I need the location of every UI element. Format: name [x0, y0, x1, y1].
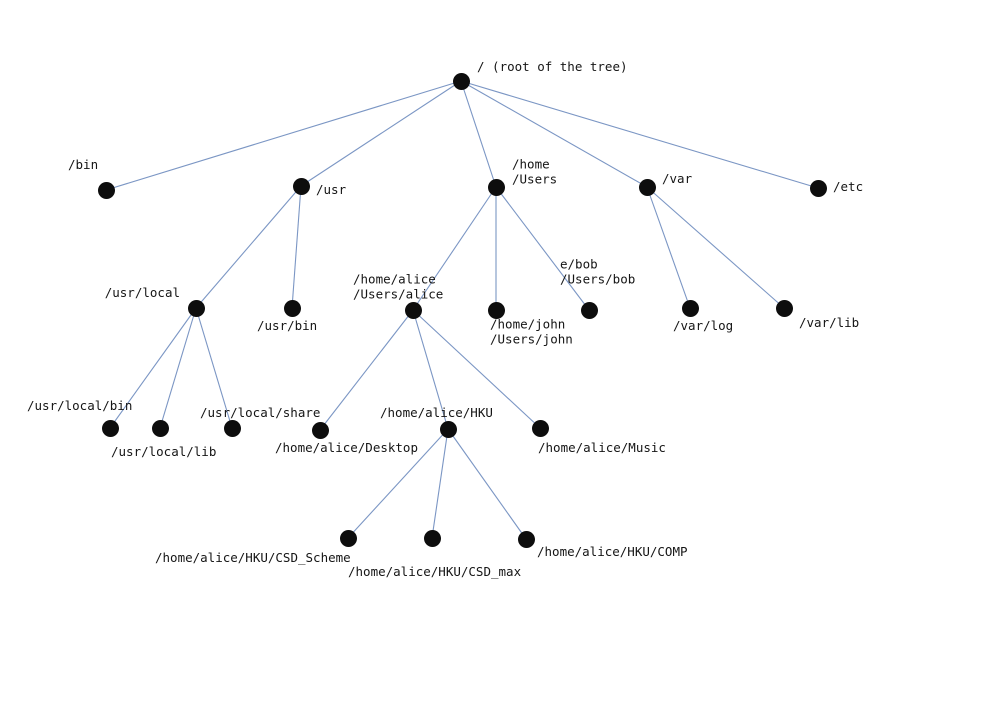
tree-node-label-home: /home /Users	[512, 156, 558, 186]
tree-node-etc[interactable]	[809, 179, 827, 197]
tree-edge	[646, 186, 691, 309]
tree-node-root[interactable]	[452, 72, 470, 90]
tree-node-local_bin[interactable]	[101, 419, 119, 437]
tree-node-home[interactable]	[487, 178, 505, 196]
tree-node-local_share[interactable]	[223, 419, 241, 437]
tree-node-label-csd_max: /home/alice/HKU/CSD_max	[348, 563, 522, 579]
tree-edge	[412, 309, 541, 429]
tree-node-label-etc: /etc	[833, 178, 864, 194]
tree-node-label-music: /home/alice/Music	[538, 439, 666, 455]
tree-node-var_lib[interactable]	[775, 299, 793, 317]
tree-node-csd_scheme[interactable]	[339, 529, 357, 547]
tree-node-label-local_bin: /usr/local/bin	[27, 397, 133, 413]
tree-node-music[interactable]	[531, 419, 549, 437]
tree-edge	[105, 80, 462, 191]
tree-node-label-root: / (root of the tree)	[477, 58, 628, 74]
tree-edge	[300, 80, 462, 187]
tree-node-comp[interactable]	[517, 530, 535, 548]
tree-edge	[460, 80, 648, 188]
tree-node-label-bob: e/bob /Users/bob	[560, 256, 636, 286]
tree-node-label-local_lib: /usr/local/lib	[111, 443, 217, 459]
tree-node-var_log[interactable]	[681, 299, 699, 317]
tree-node-label-var_log: /var/log	[673, 317, 734, 333]
tree-edge	[412, 309, 449, 430]
tree-node-desktop[interactable]	[311, 421, 329, 439]
tree-node-label-john: /home/john /Users/john	[490, 316, 573, 346]
tree-node-label-usr_bin: /usr/bin	[257, 317, 318, 333]
tree-node-label-usr: /usr	[316, 181, 347, 197]
tree-edge	[495, 186, 590, 311]
tree-edge	[291, 185, 302, 309]
tree-node-local_lib[interactable]	[151, 419, 169, 437]
tree-edge	[319, 309, 414, 431]
tree-node-label-bin: /bin	[68, 156, 99, 172]
tree-node-label-var_lib: /var/lib	[799, 314, 860, 330]
tree-node-usr_bin[interactable]	[283, 299, 301, 317]
tree-edge	[109, 307, 197, 429]
tree-node-label-desktop: /home/alice/Desktop	[275, 439, 418, 455]
tree-edge	[195, 307, 233, 429]
tree-node-hku[interactable]	[439, 420, 457, 438]
tree-edge	[460, 80, 819, 189]
tree-edge	[159, 307, 197, 429]
tree-edge	[447, 428, 527, 540]
tree-edge	[412, 186, 497, 311]
tree-node-csd_max[interactable]	[423, 529, 441, 547]
tree-node-label-comp: /home/alice/HKU/COMP	[537, 543, 688, 559]
tree-node-usr_local[interactable]	[187, 299, 205, 317]
tree-node-usr[interactable]	[292, 177, 310, 195]
tree-edge	[431, 428, 449, 539]
tree-edge	[646, 186, 785, 309]
tree-node-bob[interactable]	[580, 301, 598, 319]
tree-node-label-usr_local: /usr/local	[104, 284, 180, 300]
tree-node-bin[interactable]	[97, 181, 115, 199]
tree-node-label-var: /var	[662, 170, 693, 186]
tree-node-john[interactable]	[487, 301, 505, 319]
tree-edge	[195, 185, 302, 309]
tree-node-var[interactable]	[638, 178, 656, 196]
tree-node-label-local_share: /usr/local/share	[200, 404, 321, 420]
tree-edge	[460, 80, 497, 188]
tree-node-label-alice: /home/alice /Users/alice	[353, 271, 444, 301]
tree-edge	[347, 428, 449, 539]
tree-node-label-csd_scheme: /home/alice/HKU/CSD_Scheme	[155, 549, 351, 565]
tree-node-label-hku: /home/alice/HKU	[380, 404, 493, 420]
tree-node-alice[interactable]	[404, 301, 422, 319]
